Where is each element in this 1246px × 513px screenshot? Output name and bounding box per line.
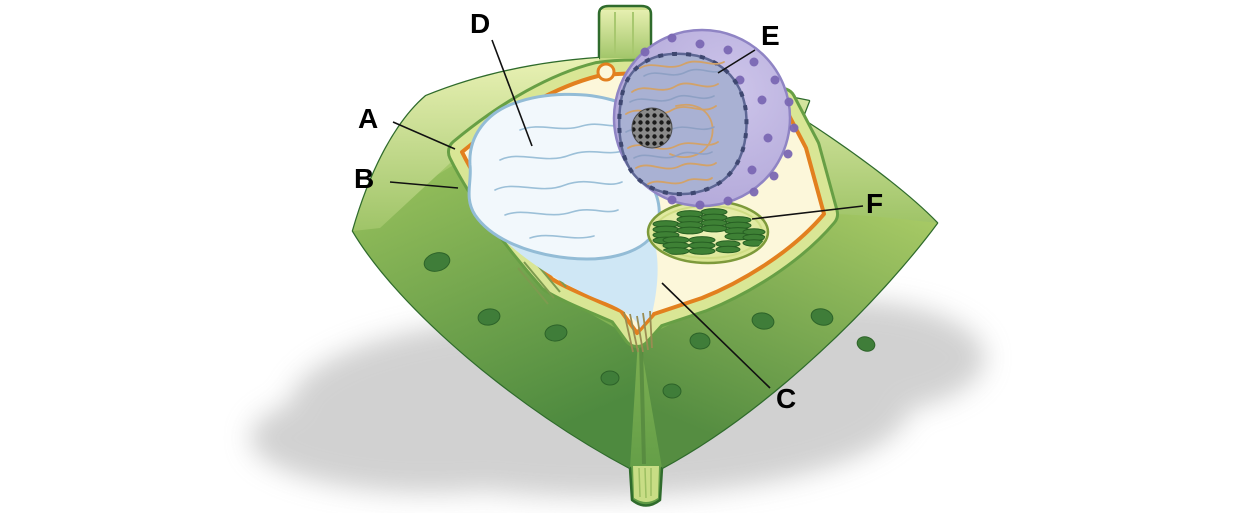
label-leader-line xyxy=(661,282,771,389)
chromatin-tan xyxy=(625,60,725,185)
label-leader-line xyxy=(717,49,756,74)
label-leader-line xyxy=(389,181,459,189)
part-labels: A B C D E F xyxy=(354,8,883,414)
nucleus xyxy=(612,28,799,210)
nuclear-envelope-cut-edge xyxy=(617,51,749,196)
label-leader-line xyxy=(751,205,864,220)
wall-spots xyxy=(423,252,876,399)
top-neck-strands xyxy=(614,12,634,55)
bottom-channel-strands xyxy=(638,467,652,499)
part-label: D xyxy=(470,8,490,39)
vacuole-lines xyxy=(494,123,626,239)
label-leader-line xyxy=(491,39,533,147)
nucleolus xyxy=(631,107,673,149)
part-label: B xyxy=(354,163,374,194)
cell-wall-lower-right-face xyxy=(640,213,937,468)
funnel-strands xyxy=(623,310,653,353)
grana-stacks xyxy=(652,208,766,255)
wall-crease xyxy=(639,344,646,465)
label-letters: A B C D E F xyxy=(354,8,883,414)
part-label: F xyxy=(866,188,883,219)
cell-wall-upper-left-face xyxy=(353,58,599,231)
label-leader-line xyxy=(392,121,456,150)
membrane-notch xyxy=(596,62,616,82)
chloroplast xyxy=(646,199,770,265)
top-neck xyxy=(601,10,649,58)
part-label: E xyxy=(761,20,780,51)
leader-lines xyxy=(389,39,864,389)
part-label: A xyxy=(358,103,378,134)
part-label: C xyxy=(776,383,796,414)
nuclear-pores xyxy=(640,33,799,210)
